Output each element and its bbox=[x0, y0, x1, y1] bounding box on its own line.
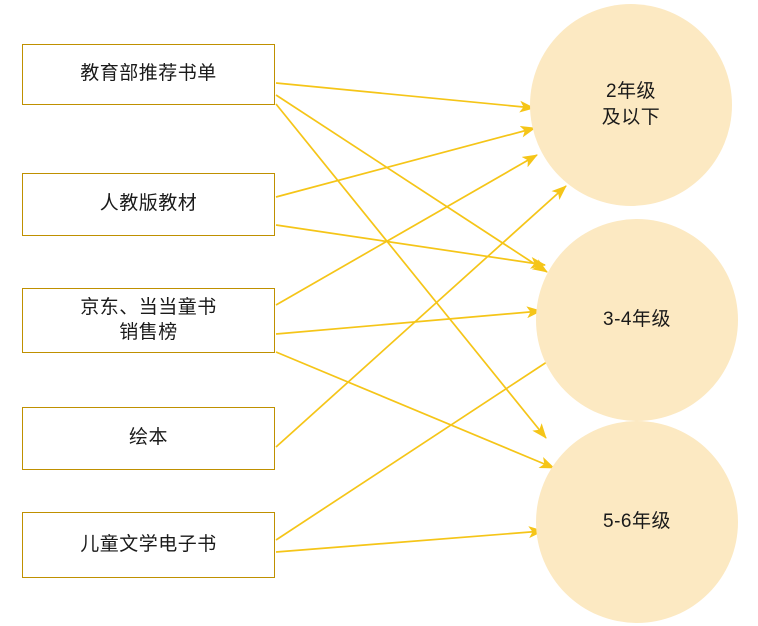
source-node-label: 儿童文学电子书 bbox=[80, 533, 217, 555]
edge-lines bbox=[275, 82, 567, 553]
source-node-5[interactable]: 儿童文学电子书 bbox=[22, 512, 275, 578]
source-node-label: 京东、当当童书 销售榜 bbox=[80, 297, 217, 343]
edge-src-5-to-tgt-3 bbox=[275, 526, 545, 553]
edge-src-4-to-tgt-1 bbox=[275, 185, 567, 448]
edge-src-2-to-tgt-1 bbox=[275, 125, 536, 198]
edge-src-2-to-tgt-2 bbox=[275, 224, 547, 269]
edge-src-5-to-tgt-2 bbox=[275, 353, 560, 541]
source-node-2[interactable]: 人教版教材 bbox=[22, 173, 275, 236]
edge-src-1-to-tgt-1 bbox=[275, 82, 536, 113]
edge-src-3-to-tgt-2 bbox=[275, 306, 543, 335]
target-node-2[interactable]: 3-4年级 bbox=[536, 219, 738, 421]
target-node-3[interactable]: 5-6年级 bbox=[536, 421, 738, 623]
source-node-4[interactable]: 绘本 bbox=[22, 407, 275, 470]
edge-src-3-to-tgt-1 bbox=[275, 154, 538, 306]
target-node-label: 5-6年级 bbox=[603, 511, 671, 533]
source-node-1[interactable]: 教育部推荐书单 bbox=[22, 44, 275, 105]
source-node-label: 绘本 bbox=[128, 427, 168, 449]
edge-src-1-to-tgt-3 bbox=[275, 103, 547, 439]
target-node-label: 2年级 及以下 bbox=[601, 81, 661, 128]
target-node-label: 3-4年级 bbox=[603, 309, 671, 331]
edge-src-1-to-tgt-2 bbox=[275, 94, 548, 273]
source-node-3[interactable]: 京东、当当童书 销售榜 bbox=[22, 288, 275, 353]
source-node-label: 人教版教材 bbox=[99, 193, 198, 215]
target-node-1[interactable]: 2年级 及以下 bbox=[530, 4, 732, 206]
edge-src-3-to-tgt-3 bbox=[275, 351, 555, 469]
source-node-label: 教育部推荐书单 bbox=[80, 63, 217, 85]
